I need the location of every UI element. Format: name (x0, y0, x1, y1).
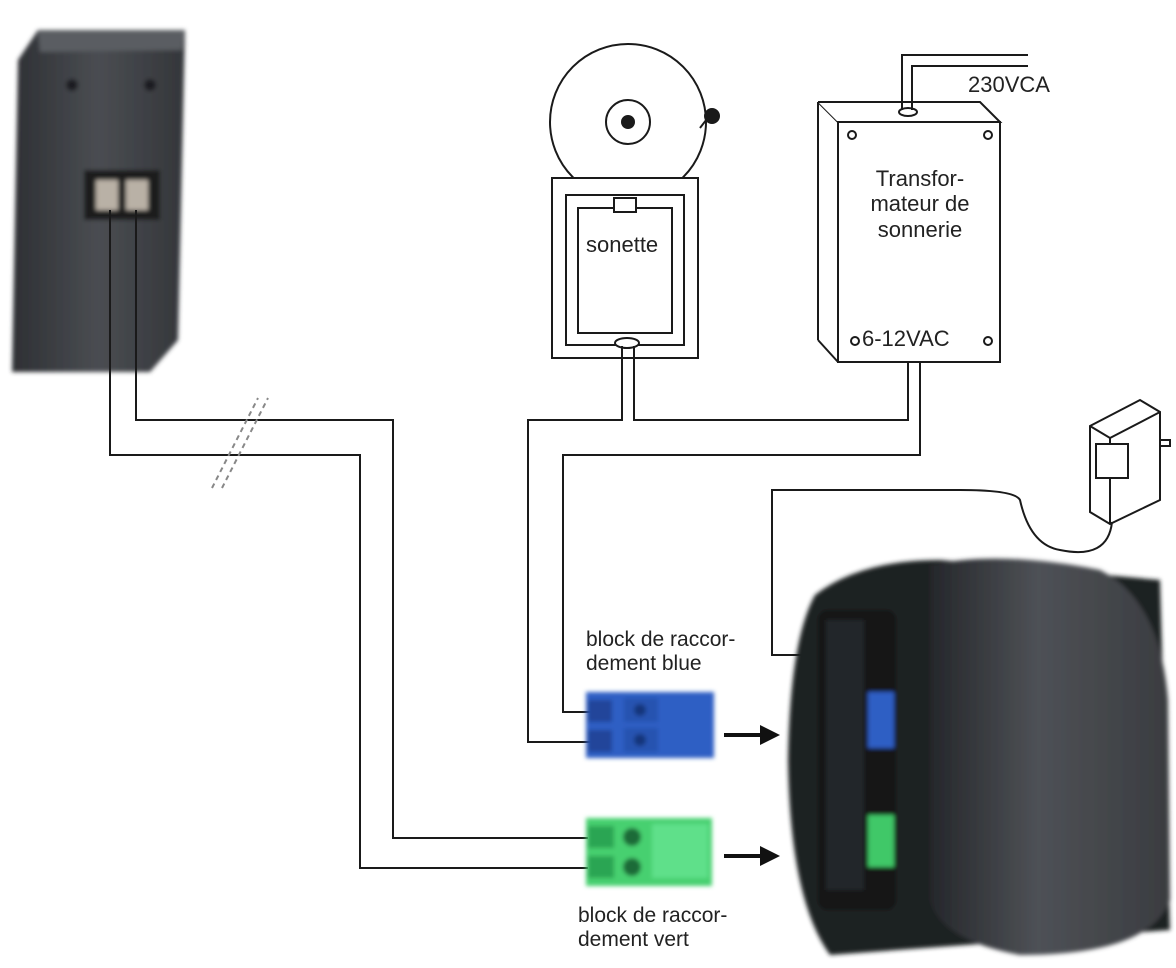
green-block-label-line1: block de raccor- (578, 904, 728, 927)
green-block-label-line2: dement vert (578, 928, 689, 952)
camera-wires (109, 210, 588, 869)
transformer-label-line3: sonnerie (877, 216, 963, 242)
power-adapter (771, 398, 1171, 656)
transformer-label: Transfor- mateur de sonnerie (840, 166, 1000, 242)
transformer-label-line2: mateur de (870, 191, 970, 217)
green-block-label: block de raccor- dement vert (578, 904, 727, 952)
blue-block-label-line1: block de raccor- (586, 628, 736, 651)
mains-voltage-label: 230VCA (968, 72, 1050, 97)
transformer-label-line1: Transfor- (875, 166, 965, 191)
bell-wires (527, 346, 921, 743)
blue-block-label-line2: dement blue (586, 652, 702, 676)
connection-arrows (724, 725, 780, 866)
green-terminal-block (586, 818, 712, 886)
transformer-wire (562, 362, 921, 713)
bell-wire-2 (633, 346, 909, 421)
blue-block-label: block de raccor- dement blue (586, 628, 735, 676)
bell-wire-1 (527, 346, 623, 743)
indoor-monitor (788, 558, 1170, 955)
bell-transformer (817, 101, 1003, 363)
wire-break-mark (211, 397, 269, 489)
outdoor-panel (12, 30, 185, 372)
bell-label: sonette (586, 232, 659, 257)
mains-wires (901, 54, 1028, 110)
transformer-output-label: 6-12VAC (862, 326, 950, 351)
camera-wire-1 (109, 210, 588, 869)
blue-terminal-block (586, 692, 714, 758)
camera-wire-2 (135, 210, 588, 839)
doorbell (549, 43, 720, 359)
